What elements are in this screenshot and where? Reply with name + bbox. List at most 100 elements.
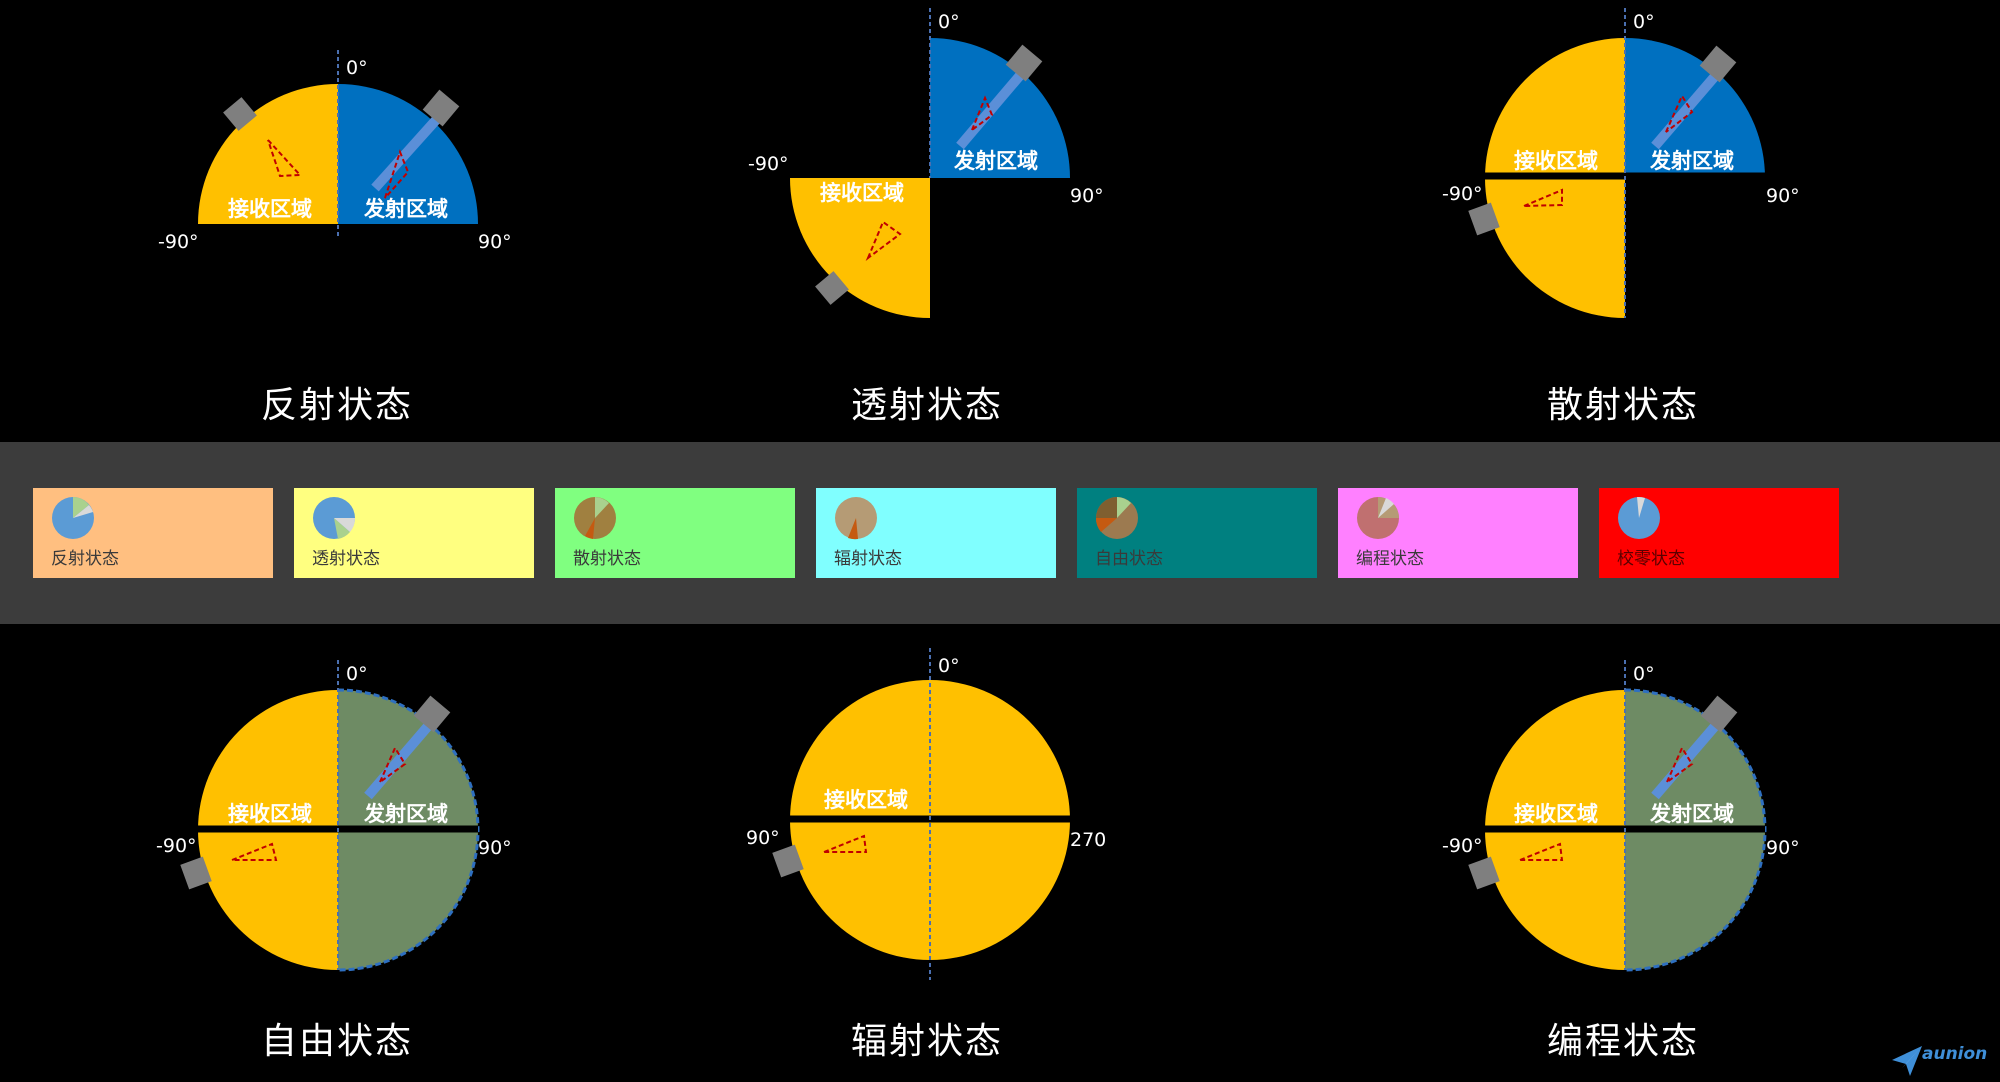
legend-item-transmit[interactable]: 透射状态 bbox=[294, 488, 534, 578]
angle-left: 90° bbox=[746, 827, 780, 849]
logo-text: aunion bbox=[1922, 1044, 1988, 1064]
receive-label: 接收区域 bbox=[824, 788, 908, 812]
radiate-svg: 接收区域 0° 90° 270 bbox=[746, 648, 1106, 980]
reflect-title: 反射状态 bbox=[260, 385, 413, 426]
angle-right: 90° bbox=[478, 837, 512, 859]
angle-left: -90° bbox=[158, 231, 199, 253]
receive-zone-lower bbox=[1485, 830, 1625, 970]
emitter-icon bbox=[1700, 695, 1738, 733]
receiver-icon bbox=[1468, 856, 1500, 890]
scatter-diagram: 接收区域 发射区域 0° -90° 90° bbox=[1420, 0, 1840, 330]
emit-triangle bbox=[377, 745, 407, 785]
receive-triangle bbox=[865, 220, 902, 261]
legend-label: 散射状态 bbox=[573, 549, 641, 569]
receiver-icon bbox=[815, 271, 849, 305]
legend-label: 校零状态 bbox=[1617, 549, 1685, 569]
paper-plane-icon bbox=[1892, 1046, 1922, 1076]
angle-left: -90° bbox=[156, 835, 197, 857]
receiver-icon bbox=[1468, 202, 1500, 236]
emitter-icon bbox=[422, 89, 460, 127]
receive-zone bbox=[198, 84, 338, 224]
legend-item-radiate[interactable]: 辐射状态 bbox=[816, 488, 1056, 578]
receive-zone-lower bbox=[198, 830, 338, 970]
scatter-svg: 接收区域 发射区域 0° -90° 90° bbox=[1442, 8, 1800, 318]
angle-top: 0° bbox=[1633, 663, 1655, 685]
receive-zone-upper bbox=[198, 690, 338, 830]
scatter-title: 散射状态 bbox=[1546, 385, 1699, 426]
free-title: 自由状态 bbox=[260, 1021, 413, 1062]
receiver-icon bbox=[772, 844, 804, 878]
transmit-zone-lower bbox=[338, 830, 478, 970]
emitter-icon bbox=[413, 695, 451, 733]
angle-top: 0° bbox=[938, 655, 960, 677]
emit-triangle bbox=[969, 95, 994, 133]
receive-zone bbox=[790, 178, 930, 318]
angle-top: 0° bbox=[1633, 11, 1655, 33]
emit-triangle bbox=[1664, 745, 1694, 785]
legend-label: 自由状态 bbox=[1095, 549, 1163, 569]
program-diagram: 接收区域 发射区域 0° -90° 90° bbox=[1420, 650, 1840, 980]
beam bbox=[956, 62, 1032, 150]
reflect-svg: 接收区域 发射区域 0° -90° 90° bbox=[158, 50, 512, 253]
legend-item-free[interactable]: 自由状态 bbox=[1077, 488, 1317, 578]
angle-right: 90° bbox=[1070, 185, 1104, 207]
angle-top: 0° bbox=[346, 663, 368, 685]
receive-zone-lower bbox=[1485, 178, 1625, 318]
receive-label: 接收区域 bbox=[228, 802, 312, 826]
radiate-title: 辐射状态 bbox=[850, 1021, 1003, 1062]
transmit-svg: 发射区域 接收区域 0° -90° 90° bbox=[748, 8, 1104, 318]
angle-top: 0° bbox=[346, 57, 368, 79]
angle-top: 0° bbox=[938, 11, 960, 33]
pie-icon bbox=[1618, 496, 1660, 539]
legend-label: 反射状态 bbox=[51, 549, 119, 569]
angle-left: -90° bbox=[748, 153, 789, 175]
transmit-label: 发射区域 bbox=[953, 149, 1038, 173]
receiver-icon bbox=[223, 97, 257, 131]
receive-label: 接收区域 bbox=[228, 197, 312, 221]
legend-item-program[interactable]: 编程状态 bbox=[1338, 488, 1578, 578]
radiate-triangle bbox=[823, 834, 868, 853]
pie-icon bbox=[313, 497, 356, 539]
transmit-title: 透射状态 bbox=[850, 385, 1003, 426]
free-diagram: 接收区域 发射区域 0° -90° 90° bbox=[140, 650, 540, 980]
transmit-diagram: 发射区域 接收区域 0° -90° 90° bbox=[720, 0, 1140, 330]
receive-zone-upper bbox=[1485, 690, 1625, 830]
transmit-label: 发射区域 bbox=[1649, 802, 1734, 826]
transmit-zone-lower bbox=[1625, 830, 1765, 970]
radiate-diagram: 接收区域 0° 90° 270 bbox=[720, 640, 1140, 980]
brand-logo: aunion bbox=[1890, 1040, 2000, 1082]
legend-item-scatter[interactable]: 散射状态 bbox=[555, 488, 795, 578]
angle-right: 90° bbox=[1766, 837, 1800, 859]
transmit-label: 发射区域 bbox=[363, 197, 448, 221]
receive-label: 接收区域 bbox=[1514, 149, 1598, 173]
legend-label: 透射状态 bbox=[312, 549, 380, 569]
angle-right: 90° bbox=[478, 231, 512, 253]
program-triangle bbox=[1519, 842, 1564, 861]
scatter-triangle bbox=[1523, 188, 1563, 207]
receive-zone-upper bbox=[1485, 38, 1625, 178]
free-svg: 接收区域 发射区域 0° -90° 90° bbox=[156, 660, 512, 972]
reflect-triangle bbox=[267, 139, 303, 178]
receive-label: 接收区域 bbox=[1514, 802, 1598, 826]
receive-label: 接收区域 bbox=[820, 181, 904, 205]
pie-icon bbox=[1357, 497, 1399, 539]
receiver-icon bbox=[180, 856, 212, 890]
emit-triangle bbox=[1665, 93, 1694, 133]
transmit-label: 发射区域 bbox=[1649, 149, 1734, 173]
legend-item-reflect[interactable]: 反射状态 bbox=[33, 488, 273, 578]
emitter-icon bbox=[1699, 45, 1737, 83]
program-svg: 接收区域 发射区域 0° -90° 90° bbox=[1442, 660, 1800, 972]
legend-item-zero[interactable]: 校零状态 bbox=[1599, 488, 1839, 578]
angle-right: 90° bbox=[1766, 185, 1800, 207]
legend-label: 辐射状态 bbox=[834, 549, 902, 569]
emit-triangle bbox=[384, 149, 410, 199]
pie-icon bbox=[52, 497, 94, 539]
beam bbox=[371, 106, 449, 192]
pie-icon bbox=[1095, 497, 1138, 539]
pie-icon bbox=[574, 497, 616, 539]
transmit-label: 发射区域 bbox=[363, 802, 448, 826]
free-triangle bbox=[231, 842, 278, 861]
angle-right: 270 bbox=[1070, 829, 1106, 851]
angle-left: -90° bbox=[1442, 835, 1483, 857]
angle-left: -90° bbox=[1442, 183, 1483, 205]
